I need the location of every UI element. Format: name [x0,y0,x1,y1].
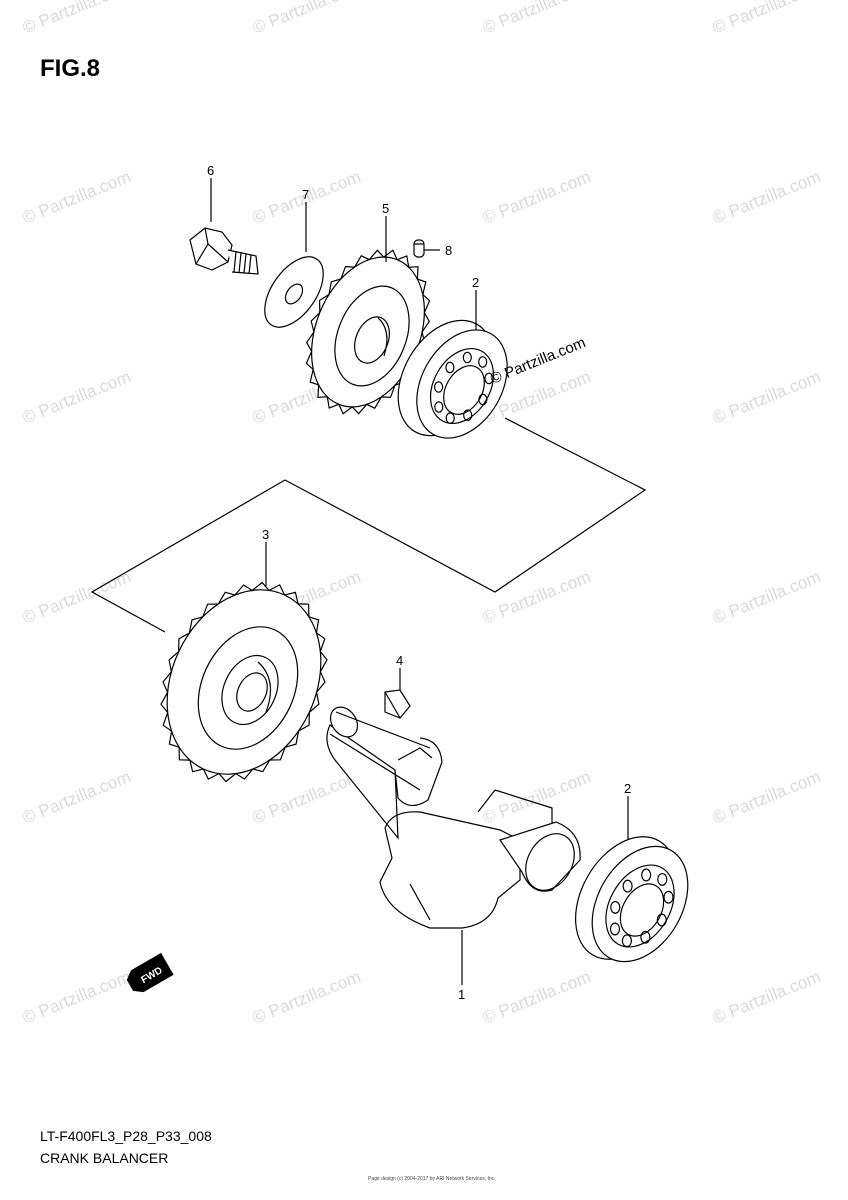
upper-bearing [397,319,508,439]
bearing-ball [445,361,455,374]
balancer-shaft [326,706,581,929]
bearing-ball [640,930,651,944]
bearing-ball [463,409,473,421]
callout-3: 3 [262,527,270,542]
bearing-ball [656,913,667,927]
bearing-ball [445,412,455,424]
bearing-ball [478,356,488,368]
bolt [189,227,259,275]
bearing-ball [621,934,633,948]
callout-8: 8 [445,243,453,258]
pin [413,239,425,258]
bearing-ball [609,922,621,936]
callout-2-lower: 2 [624,781,632,796]
bearing-ball [434,401,444,413]
bearing-ball [434,381,444,393]
bearing-ball [462,351,472,364]
figure-name: CRANK BALANCER [40,1150,169,1166]
bearing-ball [657,872,668,886]
key [384,689,411,719]
bearing-ball [663,890,674,904]
lower-bearing [574,836,689,963]
callout-5: 5 [382,201,390,216]
callout-6: 6 [207,163,215,178]
copyright-footer: Page design (c) 2004-2017 by ARI Network… [368,1176,496,1182]
callout-1: 1 [458,987,466,1002]
assembly-guide-line [90,417,647,633]
callout-2-upper: 2 [472,275,480,290]
bearing-ball [641,868,652,882]
driven-gear [160,581,328,783]
bearing-ball [484,372,494,385]
bearing-ball [478,393,488,406]
bearing-ball [610,900,621,914]
figure-code: LT-F400FL3_P28_P33_008 [40,1128,212,1144]
washer [264,256,324,328]
callout-4: 4 [396,653,404,668]
bearing-ball [622,879,633,893]
callout-7: 7 [302,187,310,202]
figure-title: FIG.8 [40,55,101,82]
fwd-arrow: FWD [126,952,174,993]
